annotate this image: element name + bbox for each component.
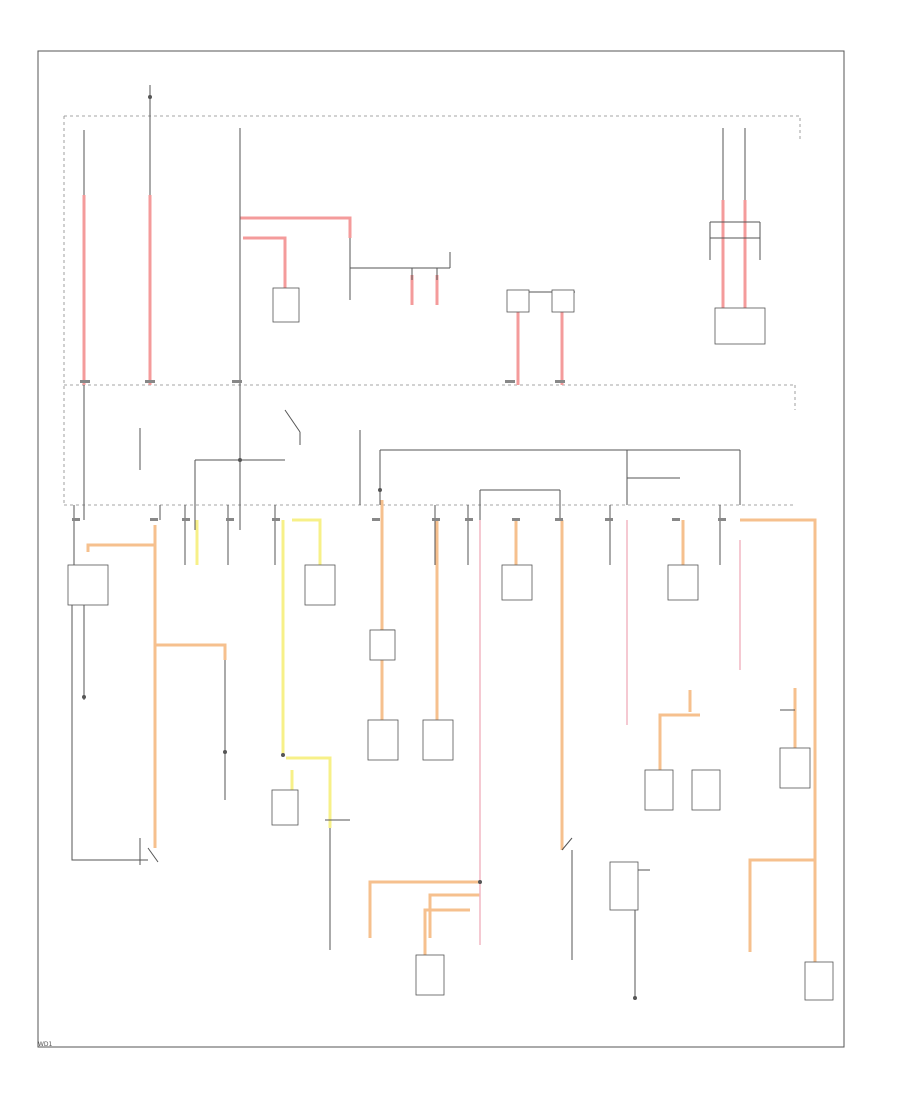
diagram-border [37, 50, 845, 1048]
page-code: WD1 [38, 1041, 53, 1048]
ground-node-2 [223, 750, 227, 754]
ground-node-1 [82, 695, 86, 699]
fuse-outputs [73, 505, 721, 565]
fuse-block-splice [238, 458, 242, 462]
pink-wires [479, 520, 741, 945]
ground-node-3 [633, 996, 637, 1000]
connector-marks [72, 380, 726, 521]
fuse-block-splice-2 [378, 488, 382, 492]
splice-node-yellow [281, 753, 285, 757]
orange-wires [86, 500, 817, 975]
upper-circuit-lines [239, 200, 761, 385]
yellow-wires [195, 518, 332, 828]
battery-terminal-node [148, 95, 152, 99]
splice-node-lower [478, 880, 482, 884]
lower-components [67, 564, 834, 1001]
top-fuses [83, 128, 746, 200]
fuse-block-boundaries [63, 115, 801, 506]
upper-components [272, 287, 766, 345]
lower-circuit-lines [71, 579, 795, 1000]
fuse-block-internals [83, 385, 741, 530]
red-wires [82, 195, 747, 385]
